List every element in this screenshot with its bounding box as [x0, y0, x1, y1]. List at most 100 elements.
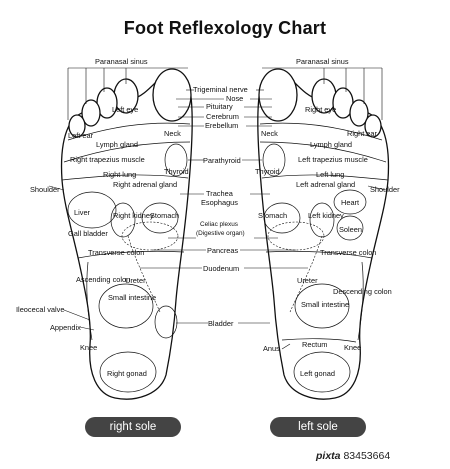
label-thyroid-right: Thyroid	[164, 167, 189, 176]
right-sole-thyroid-zone	[164, 143, 188, 177]
labels: Paranasal sinus Paranasal sinus Trigemin…	[16, 57, 400, 378]
label-paranasal-sinus-left: Paranasal sinus	[296, 57, 349, 66]
right-sole-toe-base-line	[67, 122, 191, 141]
label-neck-right: Neck	[164, 129, 181, 138]
left-sole-spleen-zone	[336, 215, 364, 241]
label-appendix: Appendix	[50, 323, 81, 332]
label-right-ear: Right ear	[347, 129, 378, 138]
right-sole-small-intestine-zone	[98, 283, 154, 329]
left-sole-descending-colon	[357, 261, 364, 341]
left-sole	[257, 68, 390, 400]
label-descending-colon: Descending colon	[333, 287, 392, 296]
label-nose: Nose	[226, 94, 243, 103]
label-pituitary: Pituitary	[206, 102, 233, 111]
label-left-gonad: Left gonad	[300, 369, 335, 378]
label-ureter-right: Ureter	[125, 276, 146, 285]
label-neck-left: Neck	[261, 129, 278, 138]
label-soleen: Soleen	[339, 225, 362, 234]
label-right-gonad: Right gonad	[107, 369, 147, 378]
label-stomach-right: Stomach	[150, 211, 179, 220]
label-left-lung: Left lung	[316, 170, 344, 179]
label-cerebrum: Cerebrum	[206, 112, 239, 121]
chart-title: Foot Reflexology Chart	[123, 18, 327, 38]
label-paranasal-sinus-right: Paranasal sinus	[95, 57, 148, 66]
label-left-adrenal-gland: Left adrenal gland	[296, 180, 355, 189]
watermark-id: 83453664	[343, 450, 391, 462]
label-trigeminal-nerve: Trigeminal nerve	[193, 85, 248, 94]
right-sole-bladder-zone	[154, 305, 178, 339]
right-sole-kidney-zone	[110, 202, 136, 238]
right-sole-stomach-zone	[141, 202, 179, 234]
label-shoulder-left: Shoulder	[370, 185, 400, 194]
right-sole-celiac-zone	[121, 221, 179, 251]
right-sole-ureter-line	[127, 235, 161, 313]
label-stomach-left: Stomach	[258, 211, 287, 220]
left-sole-big-toe	[258, 68, 298, 122]
label-gall-bladder: Gall bladder	[68, 229, 108, 238]
label-anus: Anus	[263, 344, 280, 353]
label-right-trapezius-muscle: Right trapezius muscle	[70, 155, 145, 164]
label-liver: Liver	[74, 208, 91, 217]
label-erebellum: Erebellum	[205, 121, 238, 130]
left-sole-toe-4	[349, 99, 369, 127]
label-knee-right: Knee	[80, 343, 97, 352]
label-pancreas: Pancreas	[207, 246, 239, 255]
left-sole-toe-base-line	[259, 122, 383, 141]
right-sole-liver-zone	[67, 191, 117, 229]
right-sole-diaphragm-line	[61, 174, 189, 181]
left-sole-gonad-zone	[293, 351, 351, 393]
label-right-lung: Right lung	[103, 170, 136, 179]
label-lymph-gland-left: Lymph gland	[310, 140, 352, 149]
left-sole-colon-band	[265, 250, 373, 259]
right-sole-gonad-zone	[99, 351, 157, 393]
label-ureter-left: Ureter	[297, 276, 318, 285]
right-sole-badge: right sole	[85, 417, 181, 437]
left-sole-diaphragm-line	[261, 174, 389, 181]
label-thyroid-left: Thyroid	[255, 167, 280, 176]
left-sole-trapezius-band	[259, 141, 387, 163]
label-left-ear: Left ear	[68, 131, 94, 140]
label-lymph-gland-right: Lymph gland	[96, 140, 138, 149]
left-sole-thyroid-zone	[262, 143, 286, 177]
right-sole-trapezius-band	[63, 141, 191, 163]
right-sole-colon-band	[77, 250, 185, 259]
label-shoulder-right: Shoulder	[30, 185, 60, 194]
label-right-adrenal-gland: Right adrenal gland	[113, 180, 177, 189]
right-sole-toe-4	[81, 99, 101, 127]
label-left-kidney: Left kidney	[308, 211, 344, 220]
right-sole	[60, 68, 193, 400]
label-trachea: Trachea	[206, 189, 234, 198]
left-sole-heart-zone	[333, 189, 367, 215]
stock-watermark: pixta 83453664	[316, 450, 390, 462]
label-small-intestine-right: Small intestine	[108, 293, 156, 302]
label-transverse-colon-right: Transverse colon	[88, 248, 144, 257]
label-ascending-colon: Ascending colon	[76, 275, 130, 284]
right-sole-ascending-colon	[86, 261, 93, 341]
label-left-trapezius-muscle: Left trapezius muscle	[298, 155, 368, 164]
label-transverse-colon-left: Transverse colon	[320, 248, 376, 257]
label-left-eye: Left eye	[112, 105, 138, 114]
label-right-kidney: Right kidney	[113, 211, 154, 220]
leader-lines	[48, 67, 387, 350]
right-sole-big-toe	[152, 68, 192, 122]
label-ileocecal-valve: Ileocecal valve	[16, 305, 64, 314]
label-bladder: Bladder	[208, 319, 234, 328]
left-sole-stomach-zone	[263, 202, 301, 234]
label-parathyroid: Parathyroid	[203, 156, 241, 165]
label-right-eye: Right eye	[305, 105, 336, 114]
label-knee-left: Knee	[344, 343, 361, 352]
label-digestive-organ: (Digestive organ)	[196, 230, 245, 237]
left-sole-small-intestine-zone	[294, 283, 350, 329]
label-esophagus: Esophagus	[201, 198, 238, 207]
left-sole-badge: left sole	[270, 417, 366, 437]
left-sole-ureter-line	[289, 235, 323, 313]
left-sole-celiac-zone	[267, 221, 325, 251]
label-small-intestine-left: Small intestine	[301, 300, 349, 309]
label-rectum: Rectum	[302, 340, 327, 349]
label-celiac-plexus: Celiac plexus	[200, 221, 238, 228]
label-heart: Heart	[341, 198, 359, 207]
watermark-logo: pixta	[316, 450, 341, 462]
label-duodenum: Duodenum	[203, 264, 239, 273]
left-sole-rectum-band	[281, 338, 357, 343]
